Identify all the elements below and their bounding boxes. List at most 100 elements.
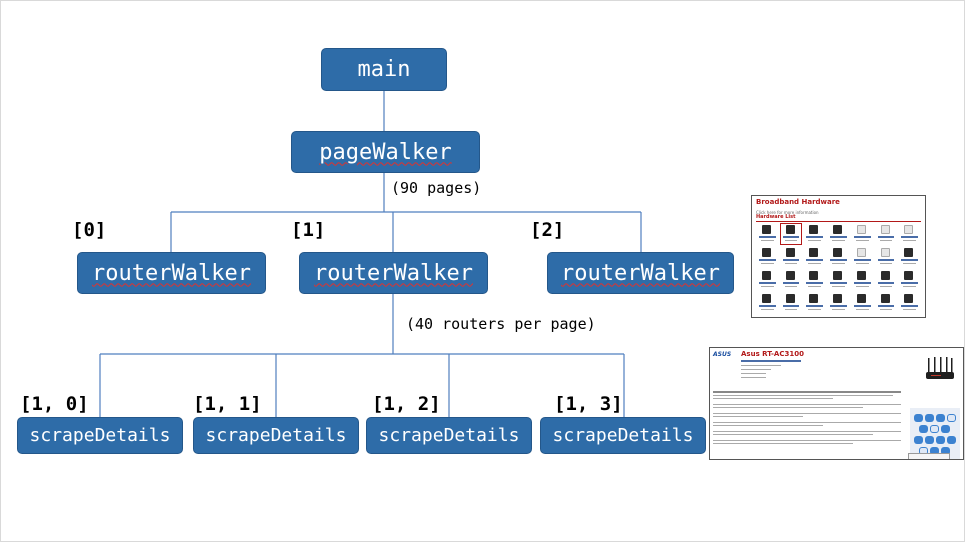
router-thumb-icon [856, 225, 866, 234]
tile-text-line [782, 305, 800, 307]
detail-text-line [713, 434, 873, 435]
node-router-walker-1: routerWalker [299, 252, 488, 294]
tile-text-line [832, 309, 845, 310]
node-router-walker-label: routerWalker [314, 260, 473, 286]
tile-text-line [855, 309, 869, 310]
detail-text-line [713, 416, 803, 417]
tile-text-line [761, 286, 774, 287]
tile-text-line [782, 282, 800, 284]
tile-text-line [784, 286, 798, 287]
node-scrape-details-3: scrapeDetails [540, 417, 706, 454]
hex-shape [947, 436, 956, 444]
router-thumb-icon [785, 294, 795, 303]
router-thumb-icon [880, 248, 890, 257]
thumbnail-router-tile [852, 293, 873, 313]
tile-text-line [784, 263, 798, 264]
router-thumb-icon [762, 294, 771, 303]
tile-text-line [855, 263, 869, 264]
router-image-icon [926, 357, 954, 379]
hex-shape [947, 414, 956, 422]
router-thumb-icon [880, 294, 890, 303]
thumbnail-router-tile [804, 293, 825, 313]
index-scrape-0: [1, 0] [20, 393, 89, 415]
thumbnail-router-tile [757, 224, 778, 244]
tile-text-line [879, 286, 893, 287]
router-thumb-icon [833, 294, 843, 303]
router-thumb-icon [809, 271, 819, 280]
router-thumb-icon [809, 248, 819, 257]
detail-text-line [741, 369, 771, 370]
thumbnail-list-grid [757, 223, 920, 313]
tile-text-line [901, 282, 918, 284]
tile-text-line [761, 309, 774, 310]
hex-shape [914, 436, 923, 444]
hex-shape [936, 414, 945, 422]
thumbnail-router-tile [804, 224, 825, 244]
thumbnail-router-tile [757, 247, 778, 267]
thumbnail-router-tile [852, 270, 873, 290]
tile-text-line [759, 305, 776, 307]
index-router-1: [1] [291, 219, 326, 241]
thumbnail-list-heading: Hardware List [756, 214, 796, 220]
index-scrape-3: [1, 3] [554, 393, 623, 415]
tile-text-line [784, 309, 798, 310]
thumbnail-router-tile [876, 293, 897, 313]
detail-text-line [713, 404, 901, 405]
detail-text-line [713, 391, 901, 393]
tile-text-line [808, 286, 822, 287]
node-scrape-details-2: scrapeDetails [366, 417, 532, 454]
node-page-walker: pageWalker [291, 131, 480, 173]
thumbnail-router-tile [781, 270, 802, 290]
tile-text-line [761, 240, 774, 241]
thumbnail-router-tile [852, 247, 873, 267]
tile-text-line [830, 282, 847, 284]
note-routers: (40 routers per page) [406, 315, 596, 333]
index-scrape-1: [1, 1] [193, 393, 262, 415]
router-thumb-icon [904, 225, 914, 234]
router-thumb-icon [762, 225, 771, 234]
tile-text-line [903, 286, 916, 287]
index-router-0: [0] [72, 219, 107, 241]
hex-shape [930, 425, 939, 433]
detail-text-line [713, 407, 863, 408]
tile-text-line [830, 305, 847, 307]
tile-text-line [808, 263, 822, 264]
router-thumb-icon [833, 271, 843, 280]
tile-text-line [853, 282, 871, 284]
thumbnail-detail-title: Asus RT-AC3100 [741, 350, 804, 358]
note-pages: (90 pages) [391, 179, 482, 197]
tile-text-line [853, 236, 871, 238]
detail-text-line [713, 413, 901, 414]
tile-text-line [879, 240, 893, 241]
tile-text-line [808, 240, 822, 241]
tile-text-line [830, 259, 847, 261]
tile-text-line [832, 263, 845, 264]
tile-text-line [901, 259, 918, 261]
tile-text-line [901, 305, 918, 307]
hex-shape [941, 447, 950, 455]
thumbnail-router-detail: ASUS Asus RT-AC3100 [709, 347, 964, 460]
index-router-2: [2] [530, 219, 565, 241]
detail-text-line [741, 365, 781, 366]
node-scrape-details-0: scrapeDetails [17, 417, 183, 454]
thumbnail-router-tile [828, 293, 849, 313]
detail-text-line [713, 440, 901, 441]
thumbnail-router-tile [828, 247, 849, 267]
router-thumb-icon [833, 225, 843, 234]
tile-text-line [759, 259, 776, 261]
index-scrape-2: [1, 2] [372, 393, 441, 415]
tile-text-line [784, 240, 798, 241]
thumbnail-router-tile [757, 270, 778, 290]
tile-text-line [879, 263, 893, 264]
tile-text-line [806, 282, 824, 284]
tile-text-line [759, 236, 776, 238]
tile-text-line [782, 259, 800, 261]
thumbnail-list-rule [756, 221, 921, 222]
router-thumb-icon [904, 271, 914, 280]
thumbnail-router-tile [779, 223, 803, 245]
detail-text-line [741, 360, 801, 362]
tile-text-line [901, 236, 918, 238]
node-scrape-details-label: scrapeDetails [205, 425, 347, 446]
